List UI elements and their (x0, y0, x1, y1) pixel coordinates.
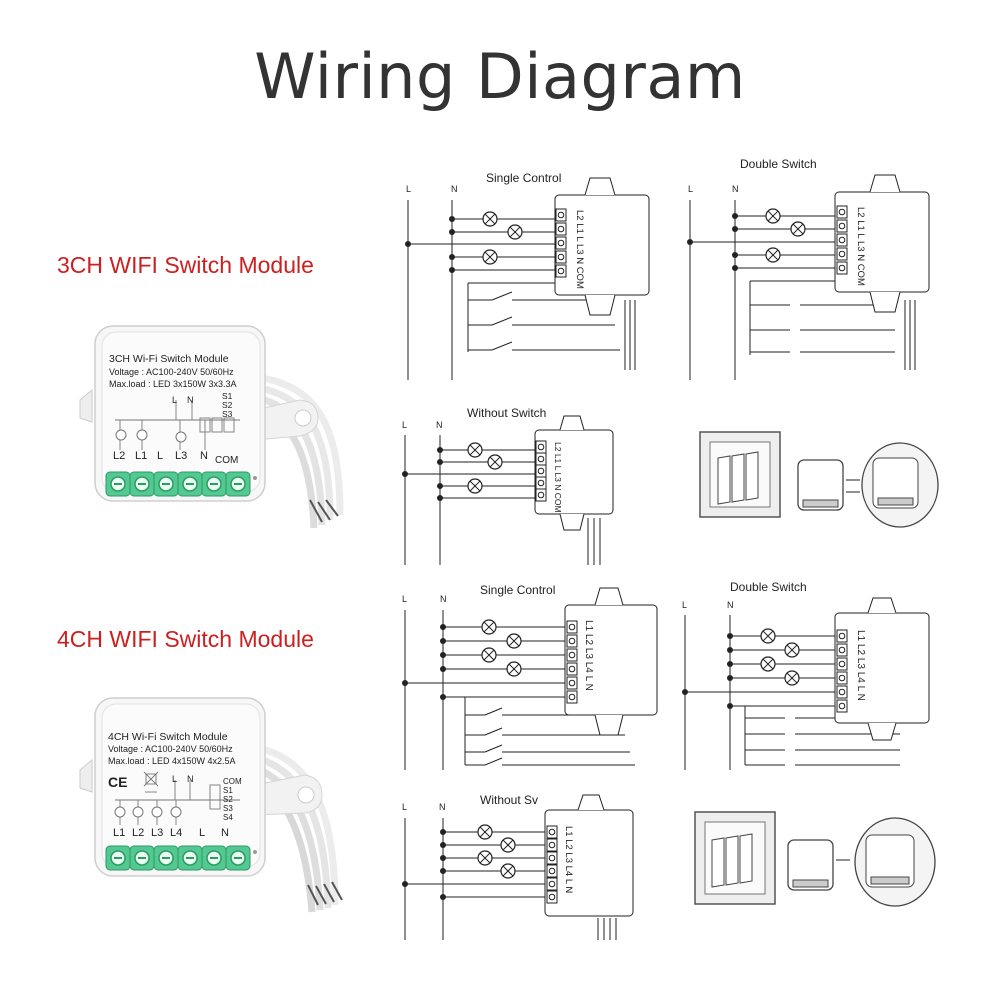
terminal-L3-3ch: L3 (175, 450, 187, 462)
switch-label-s1-4ch: S1 (223, 786, 233, 795)
terminal-L1-4ch: L1 (113, 827, 125, 839)
terminal-COM-3ch: COM (215, 455, 238, 466)
installation-illustration-4ch (694, 811, 936, 907)
diagram-3ch-double-switch: Double Switch L N (687, 157, 930, 380)
top-label-L-3ch: L (172, 395, 177, 405)
line-label-N: N (436, 420, 443, 430)
terminal-L3-4ch: L3 (151, 827, 163, 839)
line-label-N: N (732, 184, 739, 194)
diagram-title: Double Switch (740, 157, 817, 171)
line-label-N: N (451, 184, 458, 194)
switch-label-s4-4ch: S4 (223, 813, 233, 822)
diagram-title: Single Control (486, 171, 561, 185)
diagram-3ch-without-switch: Without Switch L N L2 (402, 406, 614, 565)
maxload-4ch: Max.load : LED 4x150W 4x2.5A (108, 756, 236, 766)
switch-label-s3-4ch: S3 (223, 804, 233, 813)
module-3ch-image: 3CH Wi-Fi Switch Module Voltage : AC100-… (79, 325, 344, 529)
module-pin-labels: L1 L2 L3 L4 L N (855, 630, 866, 701)
terminal-N-3ch: N (200, 450, 208, 462)
line-label-L: L (402, 594, 407, 604)
voltage-4ch: Voltage : AC100-240V 50/60Hz (108, 744, 233, 754)
terminal-L4-4ch: L4 (170, 827, 182, 839)
diagram-4ch-double-switch: Double Switch L N (682, 580, 930, 770)
terminal-L1-3ch: L1 (135, 450, 147, 462)
line-label-N: N (440, 594, 447, 604)
terminal-L-3ch: L (157, 450, 163, 462)
module-pin-labels: L2 L1 L L3 N COM (574, 210, 585, 289)
diagram-title: Double Switch (730, 580, 807, 594)
diagram-4ch-single-control: Single Control L N (402, 583, 658, 770)
switch-label-s2-4ch: S2 (223, 795, 233, 804)
line-label-L: L (402, 420, 407, 430)
installation-illustration-3ch (699, 431, 939, 528)
diagram-4ch-without-switch: Without Sv L N (402, 793, 634, 940)
line-label-L: L (682, 600, 687, 610)
switch-label-s2-3ch: S2 (222, 400, 233, 410)
diagram-title: Without Switch (467, 406, 546, 420)
switch-label-com-4ch: COM (223, 777, 242, 786)
terminal-L-4ch: L (199, 827, 205, 839)
terminal-N-4ch: N (221, 827, 229, 839)
line-label-N: N (727, 600, 734, 610)
line-label-L: L (406, 184, 411, 194)
maxload-3ch: Max.load : LED 3x150W 3x3.3A (109, 379, 237, 389)
module-pin-labels: L2 L1 L L3 N COM (855, 207, 866, 286)
terminal-L2-3ch: L2 (113, 450, 125, 462)
page-title: Wiring Diagram (254, 40, 746, 113)
module-pin-labels: L1 L2 L3 L4 L N (583, 620, 594, 691)
top-label-N-3ch: N (187, 395, 194, 405)
top-label-N-4ch: N (187, 774, 194, 784)
terminal-L2-4ch: L2 (132, 827, 144, 839)
diagram-title: Without Sv (480, 793, 538, 807)
diagram-3ch-single-control: Single Control L N (405, 171, 650, 380)
line-label-L: L (402, 802, 407, 812)
module-pin-labels: L2 L1 L L3 N COM (553, 442, 563, 513)
switch-label-s3-3ch: S3 (222, 409, 233, 419)
module-label-3ch: 3CH WIFI Switch Module (57, 252, 314, 278)
line-label-L: L (688, 184, 693, 194)
diagram-title: Single Control (480, 583, 555, 597)
voltage-3ch: Voltage : AC100-240V 50/60Hz (109, 367, 234, 377)
switch-label-s1-3ch: S1 (222, 391, 233, 401)
ce-mark: CE (108, 774, 127, 790)
device-name-4ch: 4CH Wi-Fi Switch Module (108, 731, 228, 743)
line-label-N: N (439, 802, 446, 812)
module-label-4ch: 4CH WIFI Switch Module (57, 626, 314, 652)
top-label-L-4ch: L (172, 774, 177, 784)
module-pin-labels: L1 L2 L3 L4 L N (563, 826, 574, 893)
module-4ch-image: 4CH Wi-Fi Switch Module Voltage : AC100-… (79, 697, 343, 913)
device-name-3ch: 3CH Wi-Fi Switch Module (109, 353, 229, 365)
